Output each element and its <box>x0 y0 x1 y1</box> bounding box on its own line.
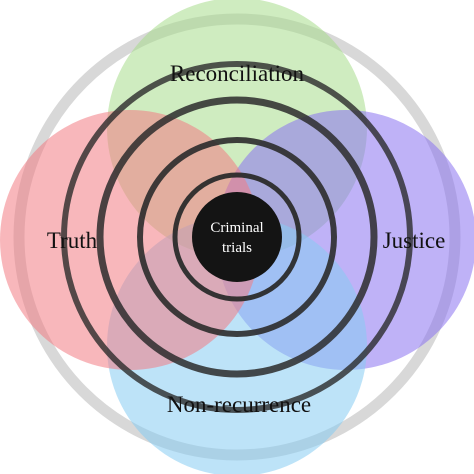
ring-2 <box>96 96 378 378</box>
center-node <box>192 192 282 282</box>
label-justice: Justice <box>383 228 446 253</box>
label-reconciliation: Reconciliation <box>170 61 305 86</box>
center-label-line1: Criminal <box>210 220 263 236</box>
label-non-recurrence: Non-recurrence <box>167 392 311 417</box>
petal-truth <box>0 110 260 370</box>
ring-1 <box>61 61 413 413</box>
ring-3 <box>137 137 337 337</box>
label-truth: Truth <box>47 228 98 253</box>
ring-4 <box>172 172 302 302</box>
center-label-line2: trials <box>222 240 252 256</box>
